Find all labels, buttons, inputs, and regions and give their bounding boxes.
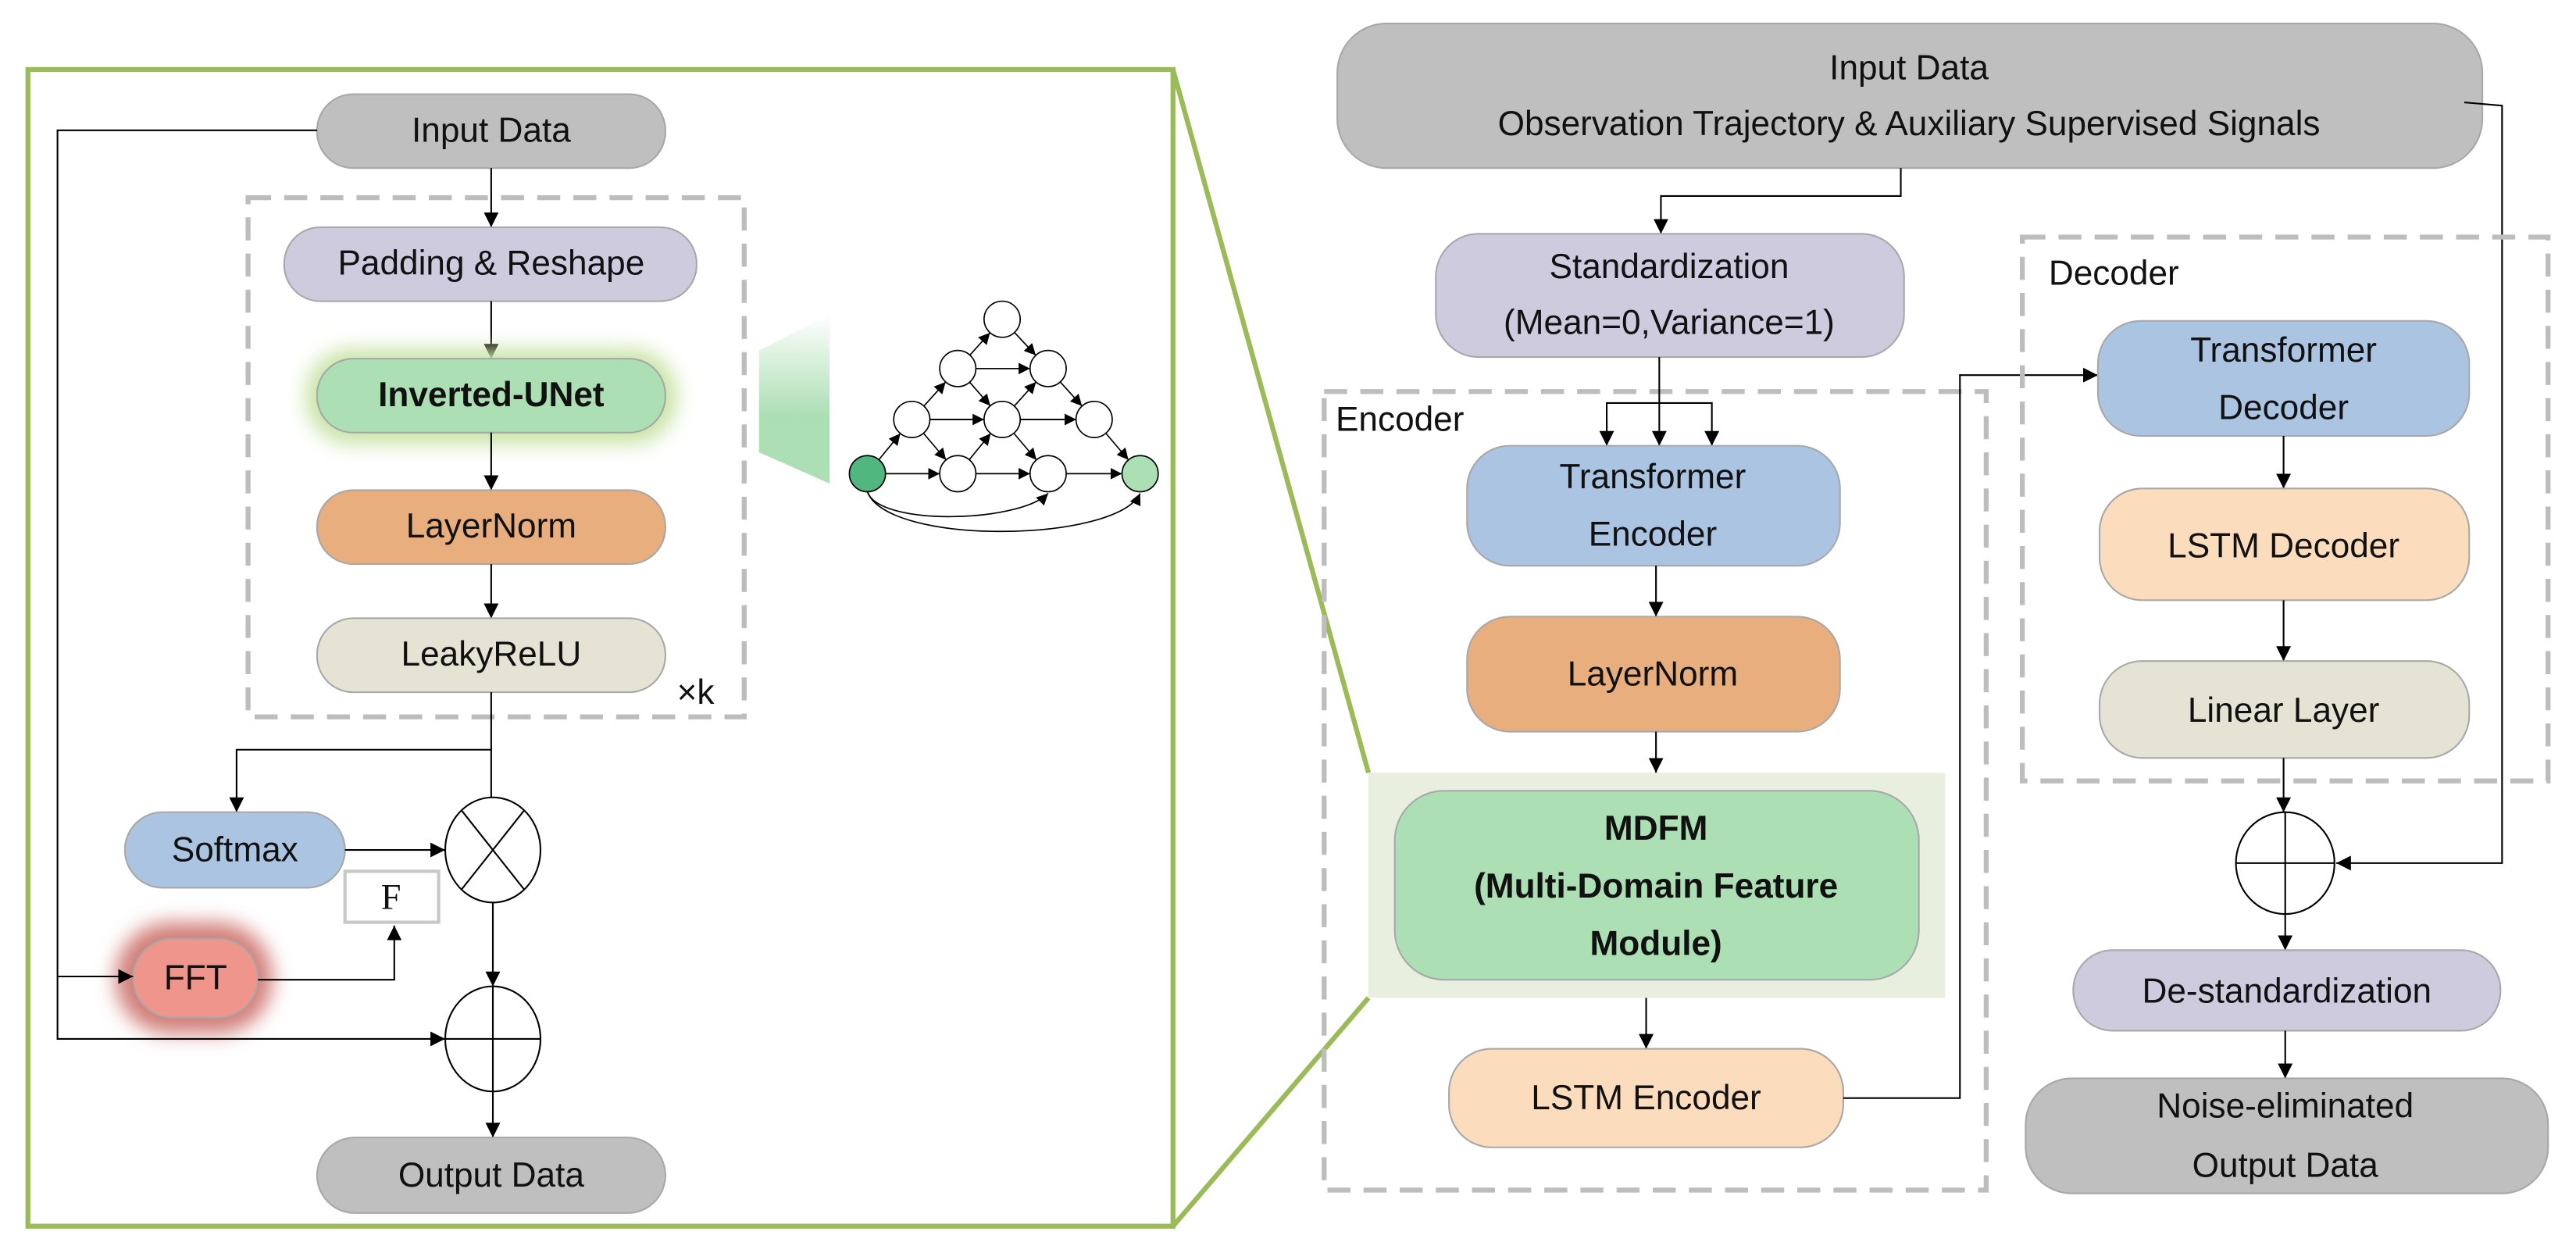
layernorm-label: LayerNorm xyxy=(406,507,576,545)
mdfm-line3: Module) xyxy=(1590,924,1722,962)
graph-edge xyxy=(1059,381,1083,407)
decoder-group-frame xyxy=(2020,234,2551,784)
f-transform-box xyxy=(343,869,441,924)
detail-panel: ×k Input Data Padding & Reshape Inverted… xyxy=(25,66,1372,1229)
graph-edge xyxy=(969,332,991,356)
graph-node xyxy=(983,401,1022,438)
fft-label: FFT xyxy=(164,959,227,998)
graph-node xyxy=(1029,349,1067,387)
input-data-label: Input Data xyxy=(412,111,571,149)
output-data-label: Output Data xyxy=(398,1156,585,1194)
lstm-decoder-label: LSTM Decoder xyxy=(2167,527,2399,565)
add-operator xyxy=(444,985,542,1093)
linear-layer-label: Linear Layer xyxy=(2188,691,2379,730)
main-output-line1: Noise-eliminated xyxy=(2157,1087,2414,1126)
graph-edge xyxy=(866,491,1049,518)
padding-reshape-label: Padding & Reshape xyxy=(337,245,644,283)
main-output-node xyxy=(2025,1077,2549,1194)
encoder-title: Encoder xyxy=(1336,401,1464,439)
graph-edge xyxy=(878,433,901,461)
graph-edge xyxy=(1014,332,1036,356)
repeat-block-frame xyxy=(245,195,747,719)
zoom-beam xyxy=(758,314,830,484)
graph-edge xyxy=(1105,433,1129,461)
main-input-title: Input Data xyxy=(1829,48,1989,87)
graph-node xyxy=(1075,401,1113,438)
graph-node xyxy=(893,401,931,438)
output-data-node xyxy=(316,1137,666,1214)
final-add-operator xyxy=(2235,811,2335,916)
graph-edge xyxy=(1013,433,1037,461)
graph-node xyxy=(983,300,1022,338)
graph-edge xyxy=(969,381,991,407)
encoder-group-frame xyxy=(1322,389,1989,1193)
graph-edge xyxy=(923,381,947,407)
graph-node xyxy=(848,455,887,493)
zoom-connector-top xyxy=(1170,69,1372,774)
mdfm-node xyxy=(1393,790,1920,981)
mdfm-line2: (Multi-Domain Feature xyxy=(1474,867,1838,905)
destandardization-node xyxy=(2072,949,2502,1032)
graph-edge xyxy=(1013,381,1037,407)
encoder-layernorm-label: LayerNorm xyxy=(1568,655,1738,693)
repeat-label: ×k xyxy=(677,673,715,712)
graph-node xyxy=(939,455,977,493)
encoder-layernorm-node xyxy=(1466,616,1841,733)
fft-node xyxy=(132,937,259,1019)
lstm-encoder-label: LSTM Encoder xyxy=(1531,1079,1761,1117)
standardization-node xyxy=(1435,233,1905,359)
multiply-operator xyxy=(444,796,542,904)
transformer-decoder-line1: Transformer xyxy=(2190,331,2377,369)
standardization-line2: (Mean=0,Variance=1) xyxy=(1504,303,1835,341)
unet-graph-illustration xyxy=(848,300,1159,533)
graph-node xyxy=(939,349,977,387)
softmax-label: Softmax xyxy=(172,831,298,869)
main-flow: Input Data Observation Trajectory & Auxi… xyxy=(1322,23,2551,1194)
f-transform-label: F xyxy=(381,878,401,918)
zoom-connector-bottom xyxy=(1171,996,1371,1228)
graph-edge xyxy=(866,491,1141,533)
transformer-encoder-line1: Transformer xyxy=(1560,458,1746,496)
transformer-encoder-line2: Encoder xyxy=(1589,516,1717,554)
graph-edge xyxy=(969,433,992,461)
destandardization-label: De-standardization xyxy=(2142,972,2432,1010)
graph-node xyxy=(1029,455,1067,493)
mdfm-line1: MDFM xyxy=(1604,809,1707,848)
inverted-unet-label: Inverted-UNet xyxy=(378,376,605,414)
main-output-line2: Output Data xyxy=(2192,1146,2379,1184)
detail-panel-frame xyxy=(25,66,1176,1229)
graph-edge xyxy=(922,433,947,461)
leakyrelu-label: LeakyReLU xyxy=(401,635,582,673)
decoder-title: Decoder xyxy=(2049,255,2179,293)
main-input-subtitle: Observation Trajectory & Auxiliary Super… xyxy=(1498,105,2321,143)
transformer-encoder-node xyxy=(1466,444,1841,567)
main-input-node xyxy=(1336,23,2484,170)
standardization-line1: Standardization xyxy=(1550,248,1789,286)
transformer-decoder-line2: Decoder xyxy=(2218,389,2349,427)
graph-node xyxy=(1121,455,1159,493)
